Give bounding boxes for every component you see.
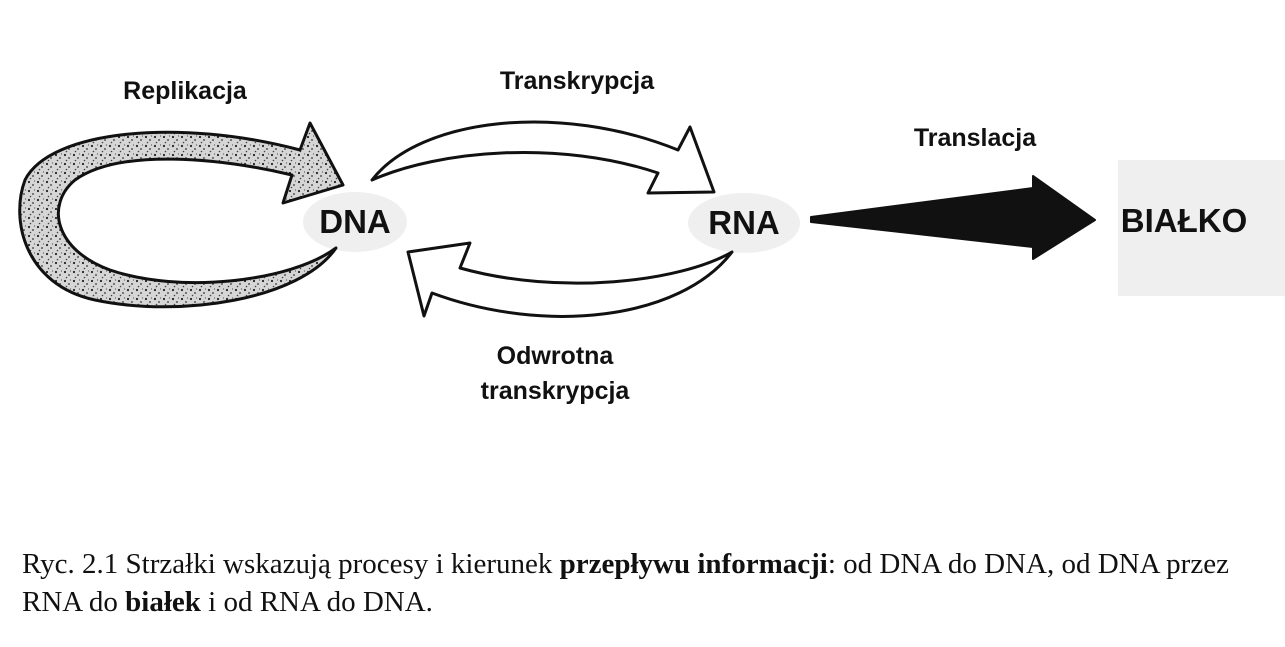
- caption-bold-flow: przepływu informacji: [559, 548, 828, 580]
- caption-prefix: Ryc. 2.1 Strzałki wskazują procesy i kie…: [22, 548, 560, 580]
- dna-node-label: DNA: [319, 203, 391, 240]
- dna-node-background: [303, 192, 407, 252]
- reverse-transcription-arrow-icon: [406, 241, 734, 318]
- translation-label: Translacja: [914, 124, 1037, 152]
- central-dogma-diagram: Replikacja Transkrypcja Translacja Odwro…: [18, 67, 1285, 405]
- protein-node-label: BIAŁKO: [1121, 202, 1248, 239]
- transcription-label: Transkrypcja: [500, 67, 655, 95]
- replication-curved-arrow-icon: [18, 121, 345, 309]
- translation-arrow-icon: [810, 175, 1096, 260]
- protein-node-background: [1118, 160, 1285, 296]
- rna-node-label: RNA: [708, 204, 780, 241]
- reverse-transcription-label-line1: Odwrotna: [497, 342, 615, 370]
- rna-node-background: [688, 193, 800, 253]
- caption-bold-proteins: białek: [125, 586, 201, 618]
- replication-label: Replikacja: [123, 77, 248, 105]
- reverse-transcription-label-line2: transkrypcja: [481, 377, 631, 405]
- caption-suffix: i od RNA do DNA.: [200, 586, 433, 618]
- caption-middle: : od DNA do DNA, od DNA przez RNA do: [22, 548, 1229, 618]
- figure-caption: Ryc. 2.1 Strzałki wskazują procesy i kie…: [22, 545, 1272, 621]
- transcription-arrow-icon: [370, 120, 716, 195]
